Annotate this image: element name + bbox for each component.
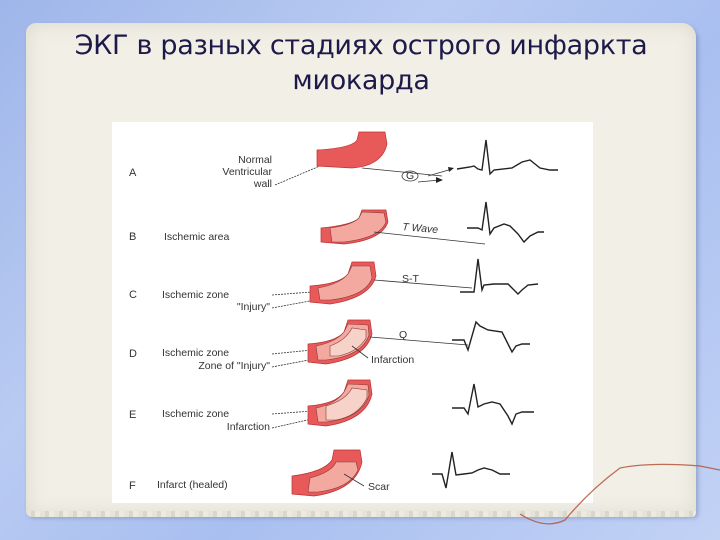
ecg-stages-diagram: A Normal Ventricular wall G B Ischemic a… xyxy=(112,122,593,503)
ecg-annotation: S-T xyxy=(402,273,420,285)
row-label: "Injury" xyxy=(237,301,270,313)
diagram-canvas: A Normal Ventricular wall G B Ischemic a… xyxy=(129,131,558,497)
row-d: D Ischemic zone Zone of "Injury" Infarct… xyxy=(129,319,530,372)
infarction-label: Infarction xyxy=(371,354,414,366)
row-label: Ventricular xyxy=(222,166,272,178)
ecg-annotation: T Wave xyxy=(402,221,439,236)
ecg-trace-normal xyxy=(456,139,558,176)
row-letter: C xyxy=(129,289,137,301)
row-label: Infarction xyxy=(227,421,270,433)
scar-tissue xyxy=(307,461,359,493)
row-letter: F xyxy=(129,480,136,492)
ecg-trace-evolving xyxy=(452,383,534,426)
row-a: A Normal Ventricular wall G xyxy=(129,131,558,190)
row-e: E Ischemic zone Infarction xyxy=(129,379,534,433)
ischemic-zone xyxy=(317,265,373,301)
infarction-zone xyxy=(329,327,367,357)
ecg-trace-inverted-t xyxy=(467,201,544,244)
row-label: Ischemic zone xyxy=(162,289,229,301)
row-f: F Infarct (healed) Scar xyxy=(129,449,510,497)
row-b: B Ischemic area T Wave xyxy=(129,201,544,245)
row-label: Ischemic zone xyxy=(162,347,229,359)
row-label: wall xyxy=(253,178,272,190)
ecg-trace-q-wave-st-elevation xyxy=(452,320,530,354)
ischemic-area xyxy=(329,211,387,243)
row-label: Ischemic zone xyxy=(162,408,229,420)
ecg-annotation: G xyxy=(406,170,414,182)
g-symbol-icon xyxy=(401,170,419,182)
ecg-trace-healed xyxy=(432,451,510,489)
arrow-icon xyxy=(448,167,454,172)
title-line-1: ЭКГ в разных стадиях острого инфаркта xyxy=(74,30,648,61)
ecg-annotation: Q xyxy=(399,329,407,341)
row-label: Normal xyxy=(238,154,272,166)
row-label: Ischemic area xyxy=(164,231,230,243)
slide-title: ЭКГ в разных стадиях острого инфаркта ми… xyxy=(26,28,696,98)
row-label: Infarct (healed) xyxy=(157,479,228,491)
row-letter: B xyxy=(129,231,136,243)
row-letter: D xyxy=(129,348,137,360)
title-line-2: миокарда xyxy=(292,65,430,96)
row-c: C Ischemic zone "Injury" S-T xyxy=(129,258,539,313)
ventricular-wall-normal xyxy=(316,131,388,169)
row-letter: A xyxy=(129,167,137,179)
scar-label: Scar xyxy=(368,481,390,493)
ecg-trace-st-change xyxy=(460,258,539,295)
row-label: Zone of "Injury" xyxy=(198,360,270,372)
arrow-icon xyxy=(436,177,443,183)
row-letter: E xyxy=(129,409,136,421)
infarction-zone xyxy=(325,387,368,421)
